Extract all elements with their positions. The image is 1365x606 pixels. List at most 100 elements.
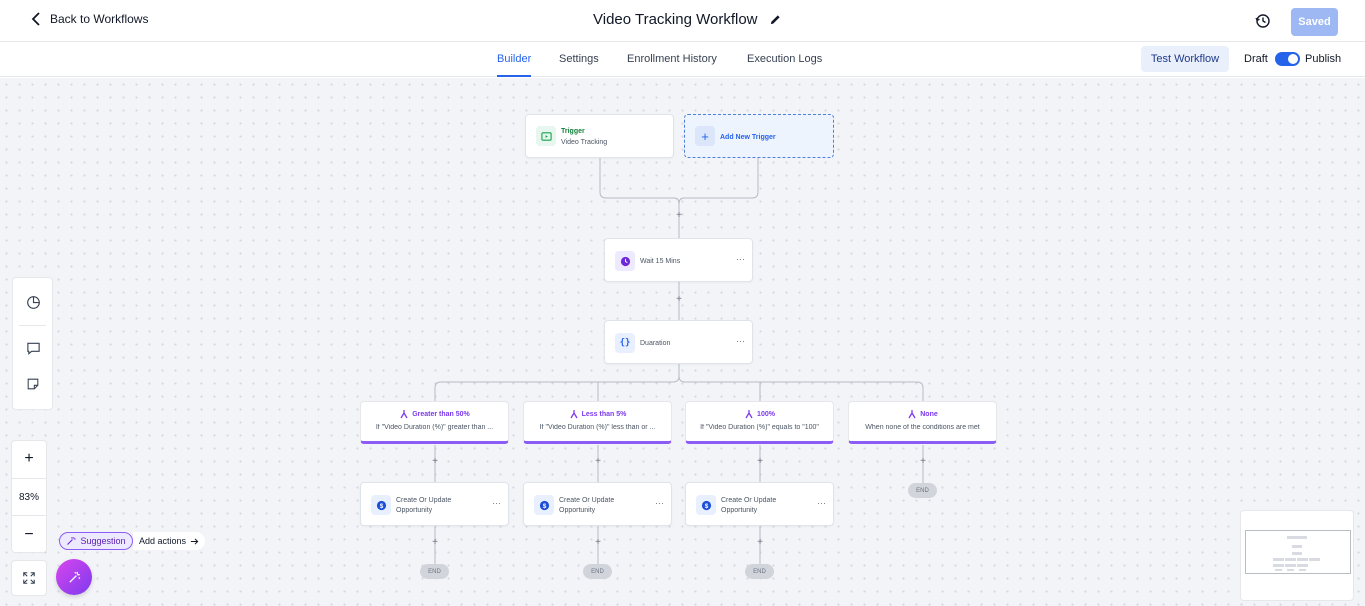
stats-pie-icon[interactable] — [24, 293, 42, 311]
condition-node[interactable]: {} Duaration ··· — [604, 320, 753, 364]
tab-execution-logs[interactable]: Execution Logs — [747, 53, 823, 65]
action-line-1: Create Or Update — [721, 497, 777, 504]
add-trigger-label: Add New Trigger — [720, 134, 776, 141]
dollar-icon: $ — [371, 495, 391, 515]
workflow-title-text: Video Tracking Workflow — [593, 11, 758, 28]
condition-label: Duaration — [640, 340, 671, 347]
magic-wand-icon — [67, 537, 77, 545]
end-marker: END — [908, 483, 937, 498]
branch-subtitle: When none of the conditions are met — [865, 424, 980, 431]
plus-icon: + — [695, 126, 715, 146]
tab-enrollment-history[interactable]: Enrollment History — [627, 53, 717, 65]
dollar-icon: $ — [534, 495, 554, 515]
action-line-2: Opportunity — [396, 507, 433, 514]
add-step-button[interactable]: + — [595, 456, 601, 467]
trigger-node[interactable]: Trigger Video Tracking — [525, 114, 674, 158]
opportunity-action-node[interactable]: $ Create Or Update Opportunity ··· — [523, 482, 672, 526]
branch-subtitle: If "Video Duration (%)" equals to "100" — [700, 424, 819, 431]
test-workflow-button[interactable]: Test Workflow — [1141, 46, 1229, 72]
workflow-canvas[interactable]: Trigger Video Tracking + Add New Trigger… — [0, 78, 1365, 606]
suggestion-chip[interactable]: Suggestion — [59, 532, 133, 550]
branch-icon — [745, 410, 753, 419]
more-options-icon[interactable]: ··· — [655, 498, 664, 508]
more-options-icon[interactable]: ··· — [736, 254, 745, 264]
trigger-title: Trigger — [561, 128, 585, 135]
branch-title: 100% — [757, 410, 775, 418]
draft-label: Draft — [1244, 53, 1268, 65]
branch-title: None — [920, 410, 938, 418]
top-bar: Back to Workflows Video Tracking Workflo… — [0, 0, 1365, 42]
branch-icon — [908, 410, 916, 419]
end-marker: END — [583, 564, 612, 579]
branch-greater-than-50[interactable]: Greater than 50% If "Video Duration (%)"… — [360, 401, 509, 444]
trigger-subtitle: Video Tracking — [561, 139, 608, 146]
chevron-left-icon — [31, 12, 40, 26]
more-options-icon[interactable]: ··· — [817, 498, 826, 508]
svg-text:$: $ — [542, 502, 546, 509]
comment-icon[interactable] — [24, 339, 42, 357]
publish-label: Publish — [1305, 53, 1342, 65]
tab-settings[interactable]: Settings — [559, 53, 599, 65]
tools-divider — [19, 325, 46, 326]
dollar-icon: $ — [696, 495, 716, 515]
tab-bar: Builder Settings Enrollment History Exec… — [0, 42, 1365, 77]
back-to-workflows-link[interactable]: Back to Workflows — [30, 12, 148, 26]
add-new-trigger-button[interactable]: + Add New Trigger — [684, 114, 834, 158]
sparkle-wand-icon — [68, 571, 80, 583]
pencil-icon[interactable] — [770, 14, 781, 25]
opportunity-action-node[interactable]: $ Create Or Update Opportunity ··· — [685, 482, 834, 526]
add-step-button[interactable]: + — [757, 537, 763, 548]
suggestion-label: Suggestion — [80, 536, 126, 546]
add-actions-label: Add actions — [138, 536, 187, 546]
branch-subtitle: If "Video Duration (%)" greater than ... — [375, 424, 494, 431]
branch-none[interactable]: None When none of the conditions are met — [848, 401, 997, 444]
sticky-note-icon[interactable] — [24, 375, 42, 393]
add-actions-link[interactable]: Add actions — [133, 532, 205, 550]
branch-title: Less than 5% — [581, 410, 627, 418]
saved-button[interactable]: Saved — [1291, 8, 1338, 36]
branch-less-than-5[interactable]: Less than 5% If "Video Duration (%)" les… — [523, 401, 672, 444]
wait-label: Wait 15 Mins — [640, 258, 681, 265]
add-step-button[interactable]: + — [920, 456, 926, 467]
back-label: Back to Workflows — [50, 12, 149, 26]
add-step-button[interactable]: + — [676, 210, 682, 221]
action-line-1: Create Or Update — [559, 497, 615, 504]
add-step-button[interactable]: + — [676, 294, 682, 305]
branch-title: Greater than 50% — [412, 410, 470, 418]
minimap-preview — [1273, 536, 1320, 571]
svg-text:$: $ — [379, 502, 383, 509]
video-icon — [536, 126, 556, 146]
add-step-button[interactable]: + — [595, 537, 601, 548]
workflow-title: Video Tracking Workflow — [593, 11, 781, 28]
ai-assistant-button[interactable] — [56, 559, 92, 595]
zoom-controls: + 83% − — [11, 440, 47, 553]
add-step-button[interactable]: + — [432, 456, 438, 467]
fit-view-icon[interactable] — [11, 560, 47, 596]
add-step-button[interactable]: + — [757, 456, 763, 467]
add-step-button[interactable]: + — [432, 537, 438, 548]
branch-subtitle: If "Video Duration (%)" less than or ... — [539, 424, 656, 431]
action-line-2: Opportunity — [559, 507, 596, 514]
history-icon[interactable] — [1254, 12, 1272, 30]
zoom-level: 83% — [12, 478, 46, 516]
action-line-2: Opportunity — [721, 507, 758, 514]
more-options-icon[interactable]: ··· — [492, 498, 501, 508]
tab-builder[interactable]: Builder — [497, 53, 532, 77]
zoom-out-button[interactable]: − — [24, 526, 34, 543]
end-marker: END — [745, 564, 774, 579]
arrow-right-icon — [190, 537, 199, 545]
action-line-1: Create Or Update — [396, 497, 452, 504]
publish-toggle[interactable] — [1275, 52, 1300, 66]
svg-text:$: $ — [704, 502, 708, 509]
opportunity-action-node[interactable]: $ Create Or Update Opportunity ··· — [360, 482, 509, 526]
minimap-viewport[interactable] — [1245, 530, 1351, 574]
branch-icon — [400, 410, 408, 419]
zoom-in-button[interactable]: + — [24, 450, 34, 467]
branch-100[interactable]: 100% If "Video Duration (%)" equals to "… — [685, 401, 834, 444]
canvas-tools-panel — [12, 277, 53, 410]
wait-node[interactable]: Wait 15 Mins ··· — [604, 238, 753, 282]
clock-icon — [615, 251, 635, 271]
minimap[interactable] — [1240, 510, 1354, 601]
more-options-icon[interactable]: ··· — [736, 336, 745, 346]
braces-icon: {} — [615, 333, 635, 353]
